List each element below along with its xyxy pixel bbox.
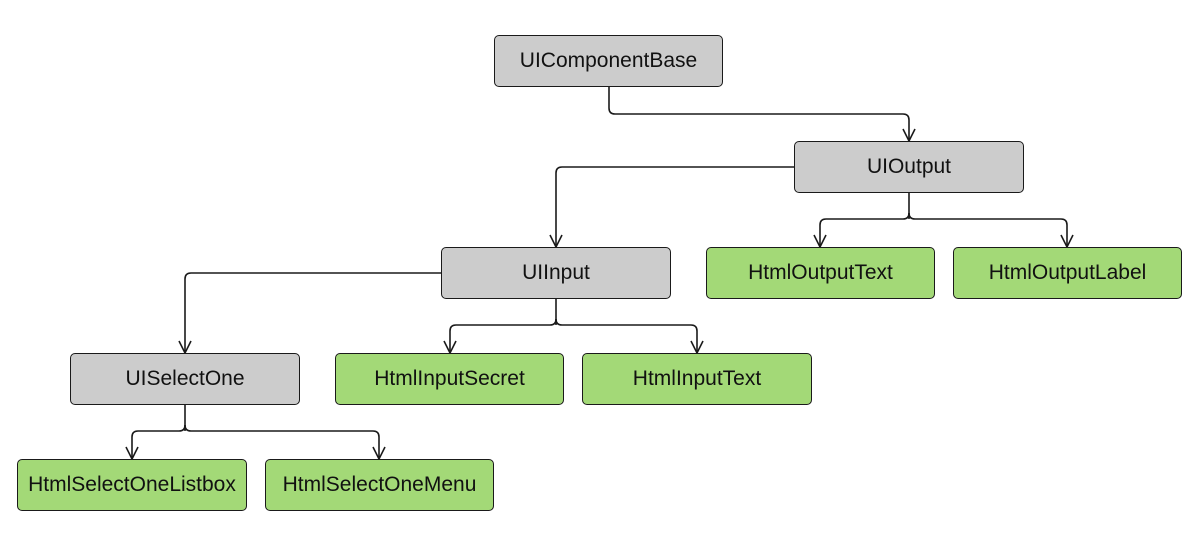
node-label: UIOutput [866,155,952,178]
node-label: UIComponentBase [519,49,698,72]
edge-uicomponentbase-uioutput [608,87,910,141]
edge-uiinput-uiselectone [184,272,441,353]
node-uicomponentbase: UIComponentBase [494,35,723,87]
edge-uiselectone-htmlselectonelistbox [131,424,186,459]
edge-uioutput-htmloutputtext [819,212,910,247]
node-label: UIInput [522,261,590,284]
node-label: HtmlInputText [632,367,762,390]
node-label: UISelectOne [125,367,245,390]
node-label: HtmlOutputText [748,261,893,284]
node-label: HtmlSelectOneMenu [282,473,477,496]
node-htmloutputlabel: HtmlOutputLabel [953,247,1182,299]
node-label: HtmlSelectOneListbox [28,473,236,496]
edge-uioutput-uiinput [555,166,794,247]
edge-uioutput-htmloutputlabel [908,212,1068,247]
node-uioutput: UIOutput [794,141,1024,193]
node-uiselectone: UISelectOne [70,353,300,405]
node-htmlinputsecret: HtmlInputSecret [335,353,564,405]
node-htmlinputtext: HtmlInputText [582,353,812,405]
edge-uiselectone-htmlselectonemenu [184,424,380,459]
node-label: HtmlInputSecret [374,367,525,390]
node-htmloutputtext: HtmlOutputText [706,247,935,299]
node-htmlselectonemenu: HtmlSelectOneMenu [265,459,494,511]
node-uiinput: UIInput [441,247,671,299]
node-label: HtmlOutputLabel [988,261,1147,284]
edge-uiinput-htmlinputtext [555,318,698,353]
node-htmlselectonelistbox: HtmlSelectOneListbox [17,459,247,511]
edge-uiinput-htmlinputsecret [449,318,557,353]
